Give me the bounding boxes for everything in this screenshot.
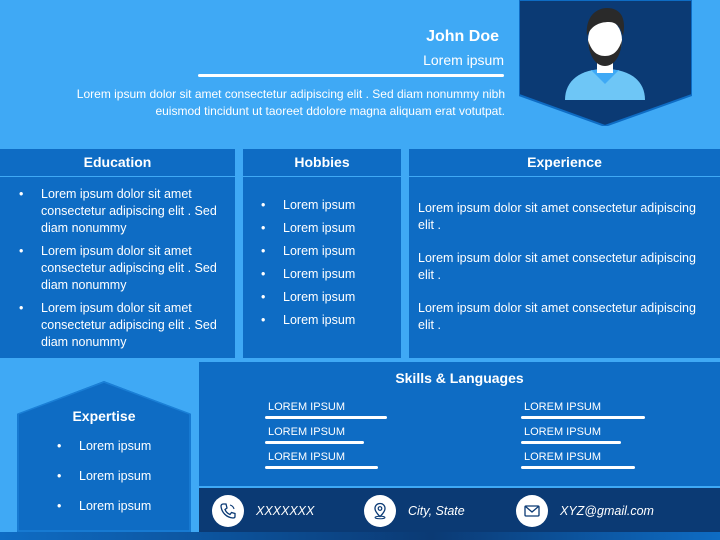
skill-item: LOREM IPSUM [521, 450, 635, 475]
skill-level-bar [265, 416, 387, 419]
skill-item: LOREM IPSUM [265, 450, 378, 475]
title-underline [198, 74, 504, 77]
profile-summary: Lorem ipsum dolor sit amet consectetur a… [76, 87, 505, 118]
skill-label: LOREM IPSUM [524, 426, 602, 438]
skill-label: LOREM IPSUM [524, 451, 602, 463]
experience-entry: Lorem ipsum dolor sit amet consectetur a… [418, 201, 696, 232]
list-item: Lorem ipsum [261, 266, 401, 283]
skills-panel: Skills & Languages LOREM IPSUM LOREM IPS… [199, 362, 720, 486]
list-item: Lorem ipsum [57, 468, 151, 485]
avatar-badge [518, 0, 693, 128]
contact-bar: XXXXXXX City, State XYZ@gmail.com [199, 488, 720, 532]
skills-left-column: LOREM IPSUM LOREM IPSUM LOREM IPSUM [265, 400, 387, 475]
education-title: Education [0, 149, 235, 177]
list-item: Lorem ipsum [261, 312, 401, 329]
skills-title: Skills & Languages [395, 370, 524, 386]
list-item: Lorem ipsum [57, 438, 151, 455]
column-divider [237, 149, 239, 358]
location-pin-icon [364, 495, 396, 527]
experience-panel: Experience Lorem ipsum dolor sit amet co… [409, 149, 720, 358]
expertise-badge-shape [17, 381, 191, 532]
email-address: XYZ@gmail.com [560, 504, 654, 518]
list-item: Lorem ipsum [261, 197, 401, 214]
education-panel: Education Lorem ipsum dolor sit amet con… [0, 149, 235, 358]
hobbies-panel: Hobbies Lorem ipsum Lorem ipsum Lorem ip… [243, 149, 401, 358]
skill-label: LOREM IPSUM [268, 451, 346, 463]
skill-level-bar [521, 466, 635, 469]
phone-number: XXXXXXX [256, 504, 315, 518]
list-item: Lorem ipsum dolor sit amet consectetur a… [19, 300, 225, 351]
expertise-list: Lorem ipsum Lorem ipsum Lorem ipsum [57, 438, 151, 528]
bottom-strip [0, 532, 720, 540]
skill-level-bar [521, 416, 646, 419]
skill-level-bar [265, 466, 378, 469]
list-item: Lorem ipsum dolor sit amet consectetur a… [19, 186, 225, 237]
education-list: Lorem ipsum dolor sit amet consectetur a… [0, 177, 235, 351]
list-item: Lorem ipsum [261, 243, 401, 260]
expertise-title: Expertise [72, 408, 136, 424]
list-item: Lorem ipsum [57, 498, 151, 515]
skill-label: LOREM IPSUM [268, 401, 346, 413]
person-name: John Doe [426, 28, 499, 45]
skill-item: LOREM IPSUM [265, 425, 364, 450]
skills-right-column: LOREM IPSUM LOREM IPSUM LOREM IPSUM [521, 400, 646, 475]
experience-list: Lorem ipsum dolor sit amet consectetur a… [409, 177, 720, 334]
column-divider [403, 149, 405, 358]
person-role: Lorem ipsum [423, 52, 504, 68]
person-avatar-icon [518, 0, 693, 128]
skill-label: LOREM IPSUM [268, 426, 346, 438]
skill-label: LOREM IPSUM [524, 401, 602, 413]
list-item: Lorem ipsum [261, 289, 401, 306]
experience-entry: Lorem ipsum dolor sit amet consectetur a… [418, 251, 696, 282]
location-text: City, State [408, 504, 465, 518]
experience-title: Experience [409, 149, 720, 177]
skill-level-bar [521, 441, 621, 444]
skill-item: LOREM IPSUM [521, 425, 621, 450]
list-item: Lorem ipsum dolor sit amet consectetur a… [19, 243, 225, 294]
skill-item: LOREM IPSUM [265, 400, 387, 425]
experience-entry: Lorem ipsum dolor sit amet consectetur a… [418, 301, 696, 332]
mail-icon [516, 495, 548, 527]
skill-level-bar [265, 441, 364, 444]
hobbies-list: Lorem ipsum Lorem ipsum Lorem ipsum Lore… [243, 177, 401, 329]
list-item: Lorem ipsum [261, 220, 401, 237]
expertise-panel: Expertise Lorem ipsum Lorem ipsum Lorem … [17, 381, 191, 532]
skill-item: LOREM IPSUM [521, 400, 646, 425]
phone-icon [212, 495, 244, 527]
hobbies-title: Hobbies [243, 149, 401, 177]
